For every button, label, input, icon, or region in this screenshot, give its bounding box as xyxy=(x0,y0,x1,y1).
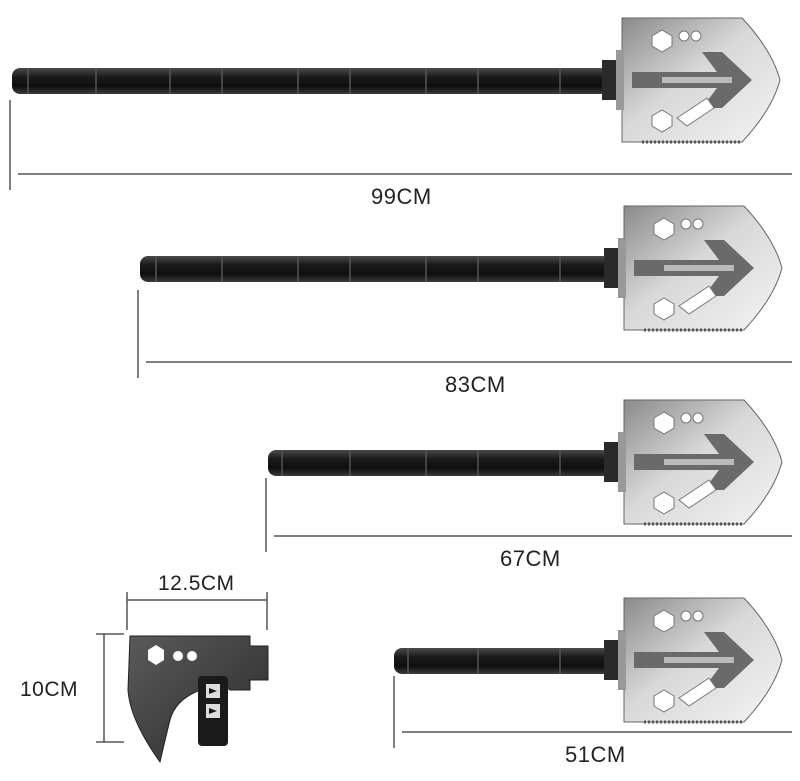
length-label-99cm: 99CM xyxy=(371,184,432,209)
handle-segments xyxy=(407,648,561,674)
axe-height-dimension xyxy=(96,633,124,743)
handle xyxy=(12,68,608,94)
axe-width-dimension xyxy=(126,592,268,630)
axe-width-label: 12.5CM xyxy=(158,572,235,595)
shovel-99cm xyxy=(9,16,792,190)
dimension-line-51cm xyxy=(393,676,792,748)
shovel-blade xyxy=(600,16,782,144)
shovel-blade xyxy=(602,204,784,332)
dimension-line-67cm xyxy=(265,478,792,552)
shovel-51cm xyxy=(393,596,792,748)
length-label-67cm: 67CM xyxy=(500,546,561,571)
axe-head xyxy=(96,592,269,764)
handle-segments xyxy=(27,68,561,94)
handle xyxy=(268,450,610,476)
handle xyxy=(394,648,610,674)
shovel-blade xyxy=(602,398,784,526)
shovel-blade xyxy=(602,596,784,724)
length-label-51cm: 51CM xyxy=(565,742,626,767)
shovel-67cm xyxy=(265,398,792,552)
handle xyxy=(140,256,610,282)
handle-segments xyxy=(155,256,561,282)
axe-height-label: 10CM xyxy=(20,678,79,701)
dimension-line-99cm xyxy=(9,100,792,190)
handle-segments xyxy=(281,450,561,476)
shovel-83cm xyxy=(137,204,792,378)
dimension-line-83cm xyxy=(137,290,792,378)
length-label-83cm: 83CM xyxy=(445,372,506,397)
